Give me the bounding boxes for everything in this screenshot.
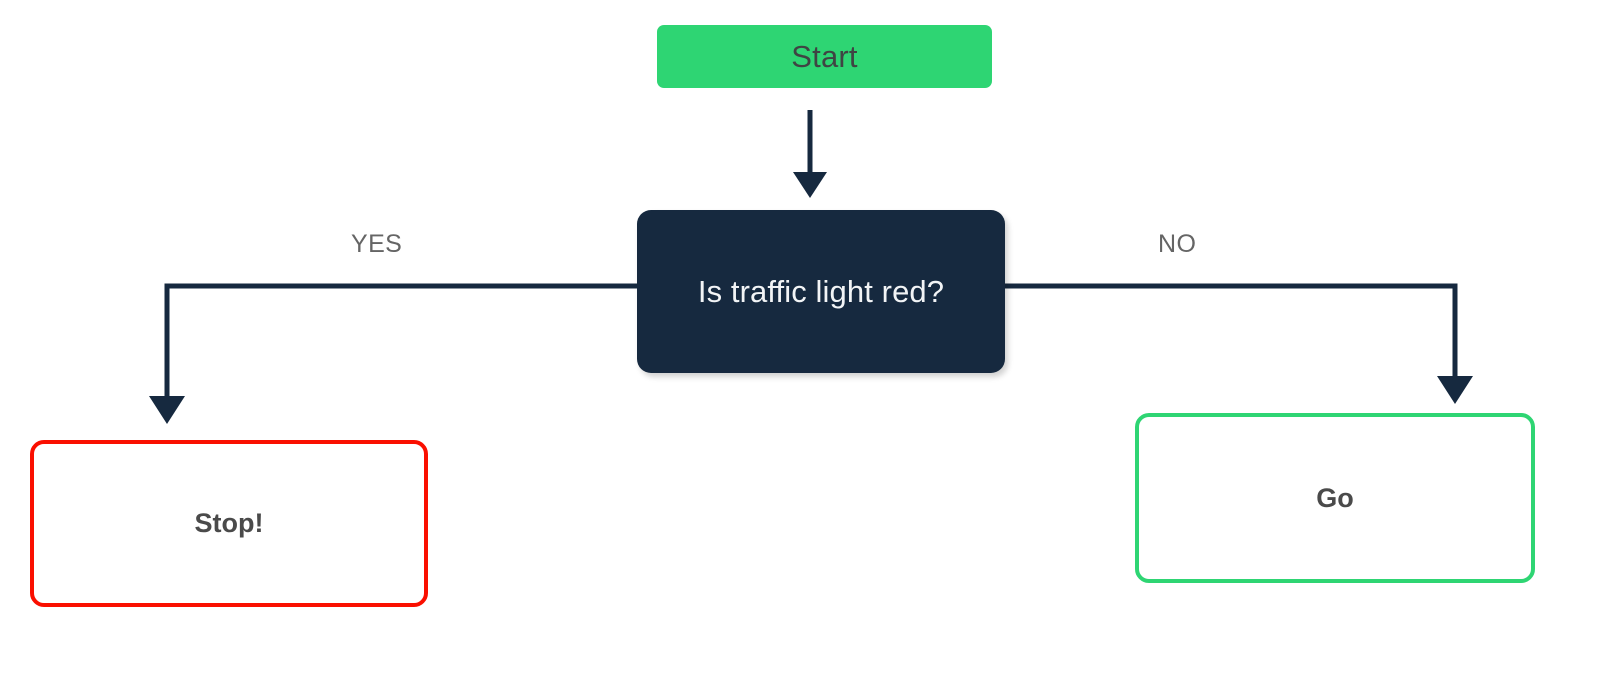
node-go[interactable]: Go	[1135, 413, 1535, 583]
edge-label-no: NO	[1158, 230, 1197, 258]
node-start[interactable]: Start	[657, 25, 992, 88]
edge-decision-to-stop-yes	[149, 283, 637, 424]
node-start-label: Start	[791, 38, 858, 74]
node-stop[interactable]: Stop!	[30, 440, 428, 607]
edge-decision-to-go-no	[1005, 283, 1473, 404]
edge-label-yes: YES	[351, 230, 403, 258]
node-stop-label: Stop!	[194, 508, 264, 538]
edge-start-to-decision	[793, 110, 827, 198]
node-decision-traffic-light[interactable]: Is traffic light red?	[637, 210, 1005, 373]
node-decision-label: Is traffic light red?	[697, 273, 945, 309]
node-go-label: Go	[1316, 482, 1354, 513]
